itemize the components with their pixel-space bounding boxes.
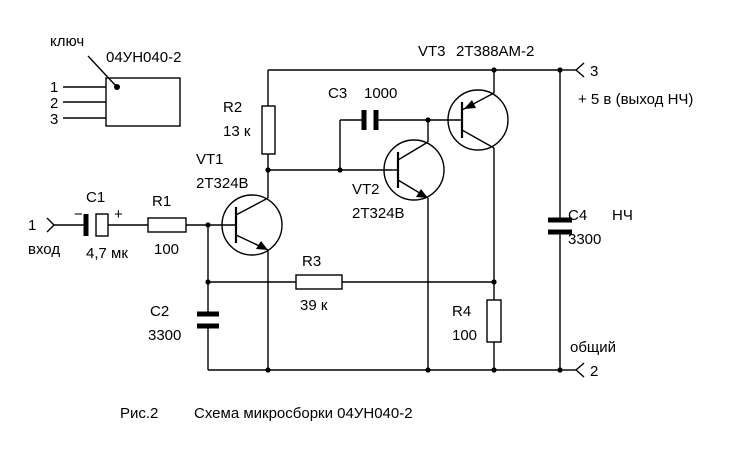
- r3-ref: R3: [302, 253, 321, 270]
- junction-dot: [491, 279, 497, 285]
- c3-ref: C3: [328, 85, 347, 102]
- key-label: ключ: [50, 33, 84, 50]
- vt1-ref: VT1: [196, 151, 224, 168]
- terminal-2-arrow: [574, 362, 585, 378]
- r1-value: 100: [154, 241, 179, 258]
- vt1-value: 2Т324В: [196, 175, 249, 192]
- package-pin-2-label: 2: [50, 95, 58, 112]
- capacitor-c3: [361, 110, 379, 130]
- resistor-r1: [147, 217, 187, 233]
- caption-figure: Рис.2: [120, 405, 158, 422]
- package-outline: ключ 04УН040-2 1 2 3: [50, 33, 181, 128]
- junction-dot: [557, 67, 563, 73]
- vt2-value: 2Т324В: [352, 205, 405, 222]
- junction-dot: [491, 367, 497, 373]
- c3-value: 1000: [364, 85, 397, 102]
- r4-ref: R4: [452, 303, 471, 320]
- c4-note: НЧ: [612, 207, 633, 224]
- c1-ref: C1: [86, 189, 105, 206]
- junction-dot: [205, 222, 211, 228]
- junction-dot: [557, 367, 563, 373]
- junction-dot: [337, 167, 343, 173]
- c2-ref: C2: [150, 303, 169, 320]
- c4-ref: C4: [568, 207, 587, 224]
- vt3-value: 2Т388АМ-2: [456, 43, 534, 60]
- caption-text: Схема микросборки 04УН040-2: [194, 405, 413, 422]
- resistor-r4: [486, 299, 502, 343]
- c4-value: 3300: [568, 231, 601, 248]
- key-mark: [114, 84, 120, 90]
- r1-ref: R1: [152, 193, 171, 210]
- resistor-r2: [261, 105, 276, 155]
- capacitor-c2: [197, 311, 219, 329]
- r2-value: 13 к: [223, 123, 251, 140]
- junction-dot: [265, 167, 271, 173]
- c1-minus: −: [74, 206, 83, 223]
- transistor-vt2: [383, 139, 445, 201]
- terminal-2-label: общий: [570, 339, 616, 356]
- terminal-1-number: 1: [28, 217, 36, 234]
- c2-value: 3300: [148, 327, 181, 344]
- package-pin-3-label: 3: [50, 111, 58, 128]
- junction-dot: [425, 367, 431, 373]
- terminal-3-label: + 5 в (выход НЧ): [578, 91, 693, 108]
- terminal-3-arrow: [574, 62, 585, 78]
- c1-plus: +: [114, 206, 123, 223]
- terminal-3-number: 3: [590, 63, 598, 80]
- wires: [54, 69, 576, 371]
- transistor-vt3: [447, 89, 509, 151]
- r3-value: 39 к: [300, 297, 328, 314]
- vt2-ref: VT2: [352, 181, 380, 198]
- resistor-r3: [295, 274, 343, 290]
- r4-value: 100: [452, 327, 477, 344]
- package-part-number: 04УН040-2: [106, 49, 181, 66]
- vt3-ref: VT3: [418, 43, 446, 60]
- junctions: [205, 67, 563, 373]
- capacitor-c1: [83, 213, 109, 237]
- r2-ref: R2: [223, 99, 242, 116]
- terminal-1-label: вход: [28, 241, 60, 258]
- c1-value: 4,7 мк: [86, 245, 128, 262]
- transistor-vt1: [221, 194, 283, 256]
- key-pointer-line: [87, 55, 117, 87]
- junction-dot: [491, 67, 497, 73]
- junction-dot: [425, 117, 431, 123]
- capacitor-c4: [548, 217, 572, 235]
- terminal-2-number: 2: [590, 363, 598, 380]
- terminal-1-arrow: [46, 217, 55, 233]
- junction-dot: [205, 279, 211, 285]
- junction-dot: [265, 367, 271, 373]
- package-pin-1-label: 1: [50, 79, 58, 96]
